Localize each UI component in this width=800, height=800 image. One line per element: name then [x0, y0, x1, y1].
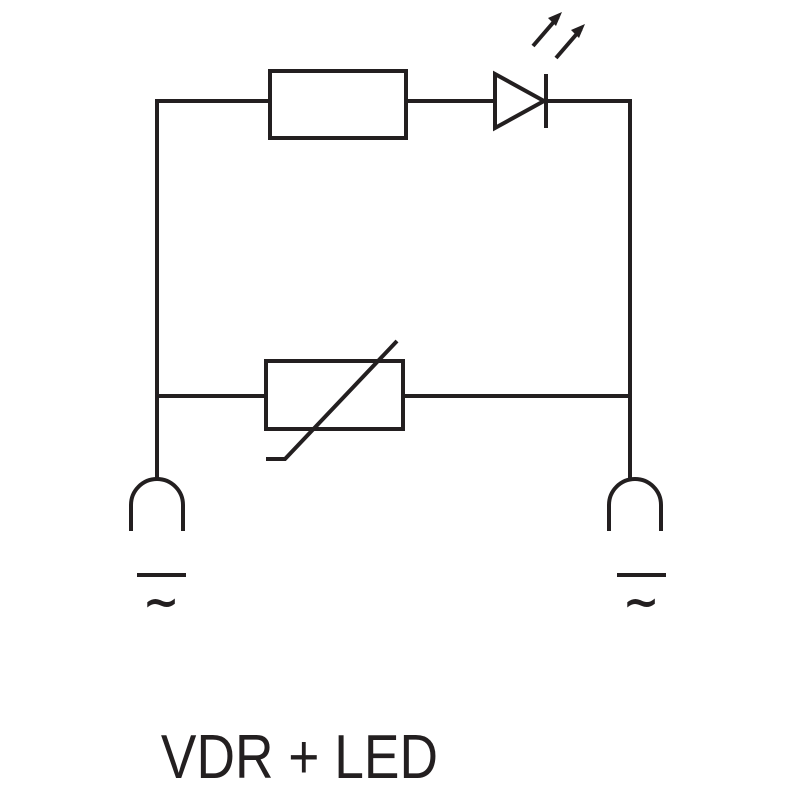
- resistor-icon: [268, 69, 408, 140]
- light-emission-arrows-icon: [531, 12, 585, 60]
- terminal-left-icon: ~: [129, 477, 186, 628]
- terminal-right-icon: ~: [607, 477, 666, 628]
- diagram-title: VDR + LED: [160, 723, 438, 792]
- terminal-left-label: ~: [143, 577, 180, 628]
- led-icon: [493, 12, 585, 132]
- terminal-right-label: ~: [623, 577, 660, 628]
- varistor-icon: [264, 339, 405, 461]
